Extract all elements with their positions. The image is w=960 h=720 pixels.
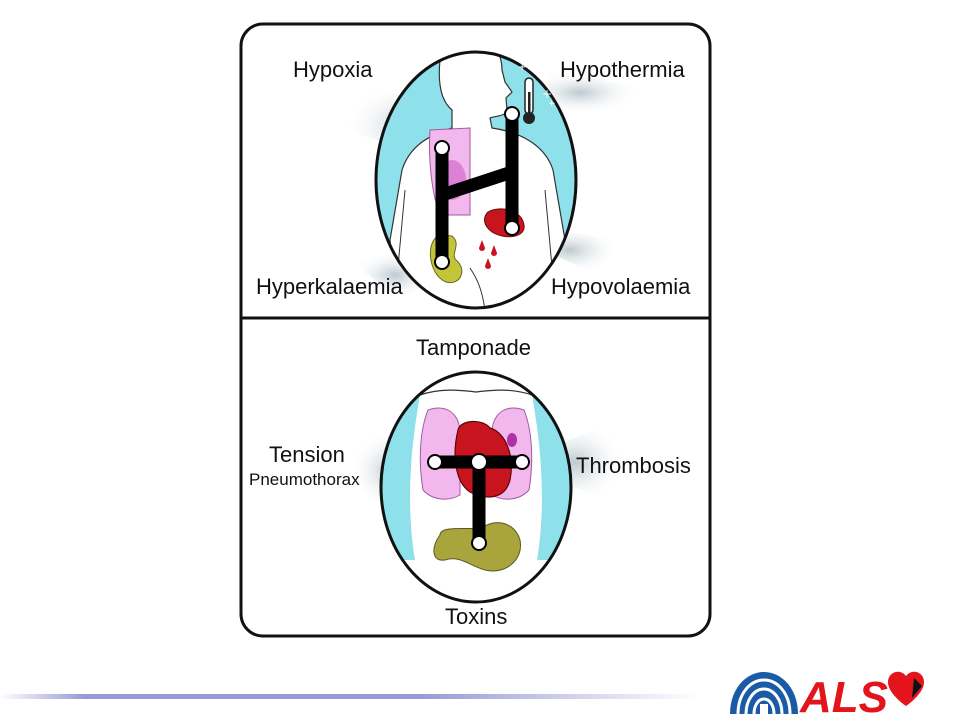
erc-dome-icon bbox=[730, 672, 798, 715]
label-hyperkalaemia: Hyperkalaemia bbox=[256, 274, 403, 299]
hyperkalaemia-node bbox=[434, 254, 450, 270]
hypovolaemia-node bbox=[504, 220, 520, 236]
thrombosis-node bbox=[514, 454, 530, 470]
label-toxins: Toxins bbox=[445, 604, 508, 629]
tamponade-node bbox=[470, 453, 488, 471]
label-tension: Tension bbox=[269, 442, 345, 467]
tension-node bbox=[427, 454, 443, 470]
t-letter bbox=[427, 453, 530, 551]
als-logo: ALS bbox=[730, 671, 924, 720]
footer-rule bbox=[0, 694, 700, 699]
thermometer-icon: + + + bbox=[518, 62, 556, 124]
label-tamponade: Tamponade bbox=[416, 335, 531, 360]
svg-text:+: + bbox=[518, 62, 526, 73]
thrombosis-ray bbox=[525, 420, 625, 505]
h-letter bbox=[434, 106, 520, 270]
toxins-node bbox=[471, 535, 487, 551]
label-pneumothorax: Pneumothorax bbox=[249, 470, 360, 489]
label-thrombosis: Thrombosis bbox=[576, 453, 691, 478]
label-hypovolaemia: Hypovolaemia bbox=[551, 274, 691, 299]
svg-text:+: + bbox=[542, 87, 552, 101]
hypothermia-node bbox=[504, 106, 520, 122]
label-hypothermia: Hypothermia bbox=[560, 57, 685, 82]
hypoxia-node bbox=[434, 140, 450, 156]
label-hypoxia: Hypoxia bbox=[293, 57, 373, 82]
left-lung bbox=[419, 407, 461, 500]
svg-text:+: + bbox=[548, 99, 556, 109]
logo-text: ALS bbox=[799, 673, 888, 720]
